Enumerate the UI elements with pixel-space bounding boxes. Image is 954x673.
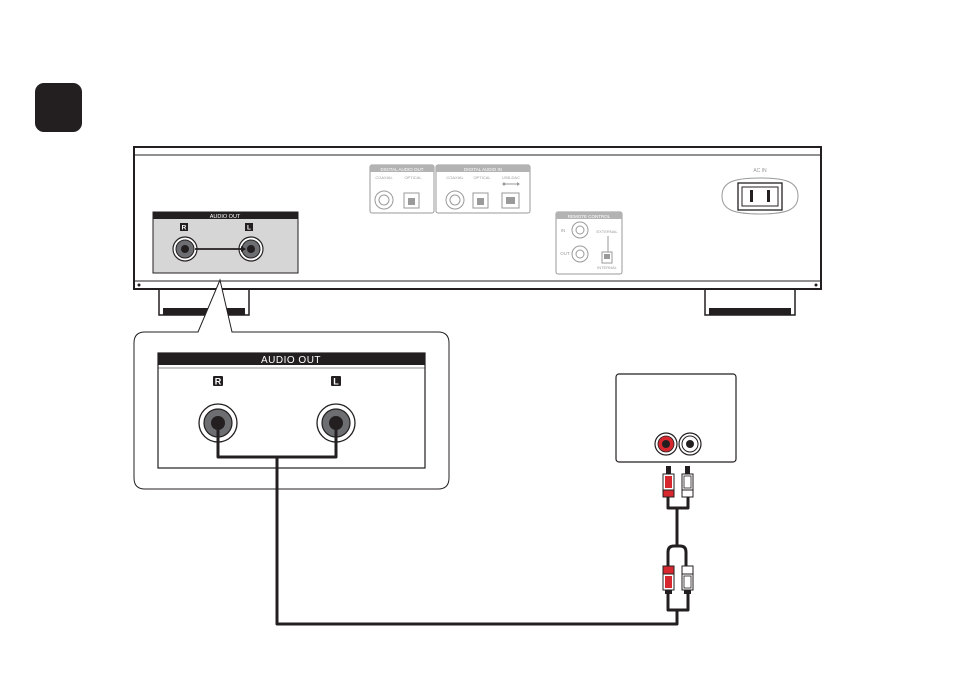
rca-plug-red-upper (662, 466, 675, 498)
digital-out-coaxial-label: COAXIAL (375, 175, 393, 180)
digital-in-coaxial-label: COAXIAL (446, 175, 464, 180)
callout-r-label: R (215, 377, 222, 387)
digital-audio-in-header: DIGITAL AUDIO IN (464, 167, 502, 172)
digital-out-optical-label: OPTICAL (404, 175, 422, 180)
remote-out-label: OUT (560, 251, 570, 256)
callout-l-label: L (333, 377, 339, 387)
panel-ac-in-section: AC IN (721, 168, 799, 215)
rca-plug-white-lower (681, 565, 694, 594)
audio-cable (216, 423, 690, 626)
rca-plug-red-lower (662, 565, 675, 594)
callout-audio-out-header: AUDIO OUT (261, 355, 321, 366)
panel-digital-audio-in-section: DIGITAL AUDIO IN COAXIAL OPTICAL USB-DAC (435, 164, 531, 214)
audio-out-zoom-callout: AUDIO OUT R L (133, 278, 450, 490)
device-rear-panel: AUDIO OUT R L (133, 146, 822, 316)
panel-audio-out-l-label: L (247, 225, 251, 232)
step-number-badge (35, 83, 82, 132)
panel-audio-out-section: AUDIO OUT R L (152, 211, 299, 274)
digital-in-usb-dac-label: USB-DAC (502, 175, 520, 180)
device-foot-right (704, 288, 796, 316)
digital-audio-out-header: DIGITAL AUDIO OUT (380, 167, 423, 172)
panel-remote-control-section: REMOTE CONTROL IN OUT EXTERNAL INTERNAL (555, 211, 623, 275)
rca-plug-pair-lower (662, 565, 694, 594)
panel-audio-out-header: AUDIO OUT (210, 214, 241, 220)
panel-digital-audio-out-section: DIGITAL AUDIO OUT COAXIAL OPTICAL (369, 164, 435, 214)
usb-icon (502, 182, 520, 186)
panel-audio-out-r-label: R (182, 225, 187, 232)
ac-in-label: AC IN (753, 168, 767, 174)
amplifier-input-panel (615, 373, 737, 463)
rca-plug-white-upper (681, 466, 694, 498)
panel-rca-jack-r (172, 236, 198, 262)
panel-rca-jack-l (238, 236, 264, 262)
remote-internal-label: INTERNAL (597, 265, 618, 270)
remote-control-header: REMOTE CONTROL (568, 214, 611, 219)
amp-rca-jack-white (678, 432, 702, 456)
remote-external-label: EXTERNAL (596, 229, 618, 234)
rca-plug-pair-upper (662, 466, 694, 498)
device-foot-left (158, 288, 250, 316)
digital-in-optical-label: OPTICAL (473, 175, 491, 180)
amp-rca-jack-red (654, 432, 678, 456)
remote-in-label: IN (561, 228, 566, 233)
